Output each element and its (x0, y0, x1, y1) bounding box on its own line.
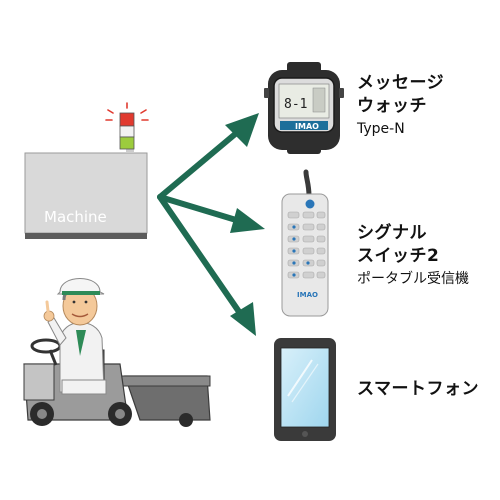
smartphone-label: スマートフォン (357, 378, 479, 401)
arrow-to-watch (157, 127, 243, 200)
message-watch-title-line2: ウォッチ (357, 96, 427, 116)
signal-switch-receiver-icon: IMAO (281, 169, 329, 317)
watch-brand: IMAO (295, 122, 319, 131)
receiver-brand: IMAO (297, 291, 318, 299)
watch-screen-text: 8-1 (284, 97, 307, 112)
arrow-to-signal-switch (157, 194, 249, 226)
machine-body (24, 152, 148, 234)
arrow-head-watch (225, 113, 259, 147)
signal-switch-title-line2: スイッチ2 (357, 246, 440, 266)
signal-switch-subtitle: ポータブル受信機 (357, 271, 469, 287)
message-watch-label: メッセージ ウォッチ Type-N (357, 72, 444, 141)
lamp-green (119, 136, 135, 150)
arrow-head-signal-switch (230, 208, 265, 233)
signal-tower-icon (105, 102, 149, 153)
lamp-red (119, 112, 135, 127)
machine (24, 152, 148, 239)
machine-label: Machine (44, 208, 107, 226)
arrow-head-smartphone (230, 302, 256, 336)
smartphone-title: スマートフォン (357, 379, 479, 399)
machine-base (25, 233, 147, 239)
arrow-to-smartphone (157, 194, 247, 322)
message-watch-subtitle: Type-N (357, 121, 405, 137)
signal-switch-title-line1: シグナル (357, 223, 427, 243)
arrows (157, 113, 265, 336)
message-watch-icon: 8-1 IMAO (264, 62, 344, 154)
signal-switch-label: シグナル スイッチ2 ポータブル受信機 (357, 222, 469, 291)
smartphone-icon (274, 338, 336, 441)
message-watch-title-line1: メッセージ (357, 73, 445, 93)
forklift-operator-illustration (23, 278, 211, 427)
